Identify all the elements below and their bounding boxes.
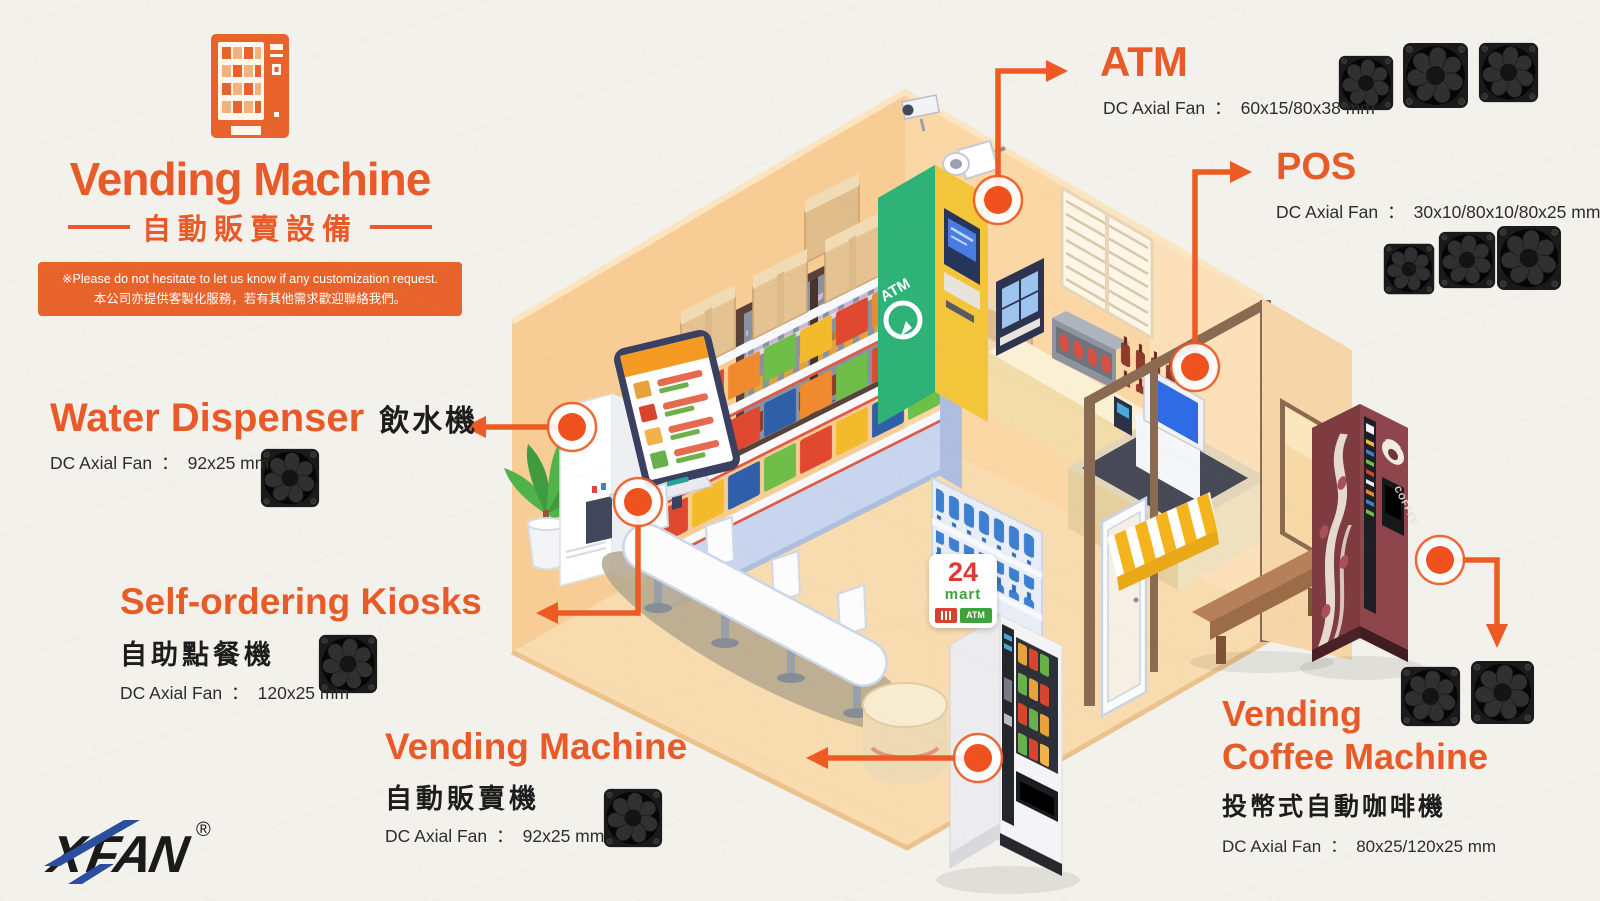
wooden-bench xyxy=(1190,546,1336,673)
xfan-logo: X FAN ® xyxy=(28,808,238,892)
callout-atm-title: ATM xyxy=(1100,38,1188,85)
brand-block: Vending Machine 自動販賣設備 ※Please do not he… xyxy=(38,34,462,316)
callout-pos: POS DC Axial Fan：30x10/80x10/80x25 mm xyxy=(1276,146,1600,224)
self-ordering-kiosk-machine xyxy=(608,329,740,519)
callout-coffee-spec: DC Axial Fan：80x25/120x25 mm xyxy=(1222,837,1497,857)
customization-note: ※Please do not hesitate to let us know i… xyxy=(38,262,462,316)
window-blinds xyxy=(1060,185,1154,341)
atm-machine: ATM xyxy=(878,165,988,425)
callout-atm: ATM DC Axial Fan：60x15/80x38 mm xyxy=(1100,38,1375,120)
callout-kiosk-title: Self-ordering Kiosks xyxy=(120,581,482,622)
dash-left xyxy=(67,225,130,229)
callout-vending-coffee-machine: Vending Coffee Machine 投幣式自動咖啡機 DC Axial… xyxy=(1222,692,1496,857)
store-sign-name: mart xyxy=(944,585,982,603)
long-table xyxy=(601,523,919,733)
logo-blue-slash xyxy=(44,820,140,866)
callout-coffee-title-line2: Coffee Machine xyxy=(1222,736,1489,778)
callout-arrowheads xyxy=(464,60,1508,769)
brand-subtitle: 自動販賣設備 xyxy=(38,206,462,248)
coffee-maker xyxy=(996,258,1044,356)
registered-mark: ® xyxy=(196,819,211,841)
callout-self-ordering-kiosks: Self-ordering Kiosks 自助點餐機 DC Axial Fan：… xyxy=(120,581,482,705)
callout-coffee-title-line1: Vending xyxy=(1222,693,1363,734)
striped-awning xyxy=(1107,492,1219,591)
brand-title: Vending Machine xyxy=(69,153,432,205)
callout-water-dispenser: Water Dispenser 飲水機 DC Axial Fan：92x25 m… xyxy=(50,396,478,475)
callout-vending-title: Vending Machine xyxy=(385,726,688,767)
dash-right xyxy=(370,225,432,229)
callout-kiosk-title-zh: 自助點餐機 xyxy=(120,639,275,670)
vending-machine-icon xyxy=(211,34,289,138)
callout-pos-title: POS xyxy=(1276,146,1357,188)
security-camera-icon xyxy=(901,94,940,132)
connector-kiosk xyxy=(558,502,641,616)
callout-water-title-zh: 飲水機 xyxy=(379,405,479,438)
axial-fan-image xyxy=(1383,243,1435,295)
callout-coffee-title-zh: 投幣式自動咖啡機 xyxy=(1222,793,1447,822)
connector-atm xyxy=(995,68,1046,200)
callout-dots xyxy=(546,174,1466,784)
callout-vending-machine: Vending Machine 自動販賣機 DC Axial Fan：92x25… xyxy=(385,726,688,848)
axial-fan-image xyxy=(1478,42,1539,103)
hot-food-warmer xyxy=(1052,311,1130,390)
callout-vending-spec: DC Axial Fan：92x25 mm xyxy=(385,825,605,846)
callout-water-title: Water Dispenser xyxy=(50,396,365,440)
callout-vending-title-zh: 自動販賣機 xyxy=(385,783,540,814)
atm-badge: ATM xyxy=(959,607,992,623)
callout-kiosk-spec: DC Axial Fan：120x25 mm xyxy=(120,682,350,703)
store-sign-day: 24 xyxy=(947,557,979,587)
coffee-vending-machine: COFFEE xyxy=(1300,404,1424,680)
store-sign: 24 mart ATM xyxy=(929,554,997,628)
callout-water-spec: DC Axial Fan：92x25 mm xyxy=(50,453,270,473)
food-badge-icon xyxy=(934,607,957,623)
pa-speaker-icon xyxy=(942,139,1006,181)
callout-atm-spec: DC Axial Fan：60x15/80x38 mm xyxy=(1103,98,1375,119)
connector-pos xyxy=(1192,169,1230,367)
curved-counter xyxy=(862,682,948,784)
axial-fan-image xyxy=(1402,42,1469,109)
fan-images-pos xyxy=(1383,225,1562,295)
callout-pos-spec: DC Axial Fan：30x10/80x10/80x25 mm xyxy=(1276,201,1600,222)
axial-fan-image xyxy=(1496,225,1562,291)
axial-fan-image xyxy=(1438,231,1496,289)
